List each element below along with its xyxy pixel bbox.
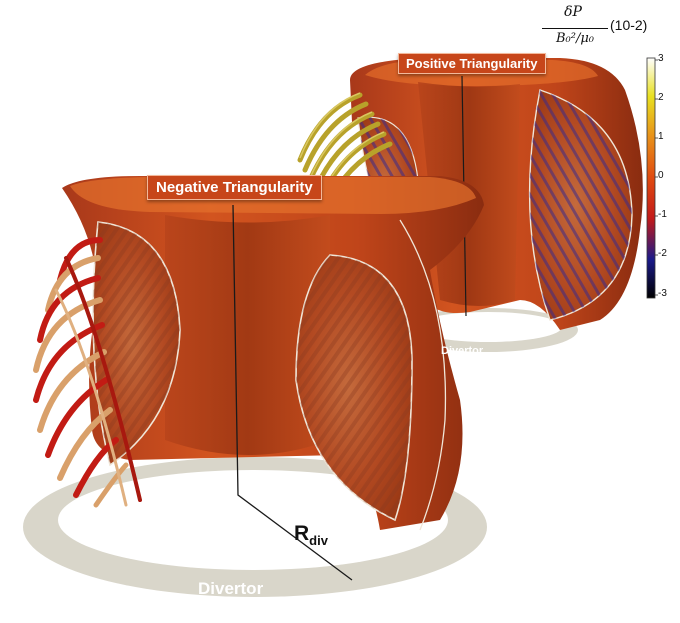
colorbar-tick: 1 (658, 131, 664, 142)
rdiv-line (232, 204, 353, 581)
rdiv-subscript: div (309, 533, 328, 549)
colorbar-tick: -1 (658, 209, 667, 220)
divertor-label-front: Divertor (198, 579, 264, 598)
colorbar-tick: 0 (658, 170, 664, 181)
colorbar-tick: -3 (658, 288, 667, 299)
rdiv-label: Rdiv (294, 522, 328, 548)
divertor-label-back: Divertor (441, 345, 484, 357)
positive-triangularity-label: Positive Triangularity (398, 53, 546, 74)
fraction-bar (542, 28, 608, 29)
colorbar-numerator: δP (564, 4, 582, 20)
colorbar-tick: 3 (658, 53, 664, 64)
negative-triangularity-torus (23, 176, 487, 597)
colorbar-tick: -2 (658, 248, 667, 259)
colorbar (646, 57, 658, 299)
rdiv-main: R (294, 522, 310, 545)
negative-triangularity-label: Negative Triangularity (147, 175, 322, 200)
colorbar-unit: (10-2) (610, 17, 648, 33)
colorbar-denominator: B₀²/μ₀ (555, 31, 595, 46)
colorbar-tick: 2 (658, 92, 664, 103)
front-field-lines (33, 237, 142, 508)
